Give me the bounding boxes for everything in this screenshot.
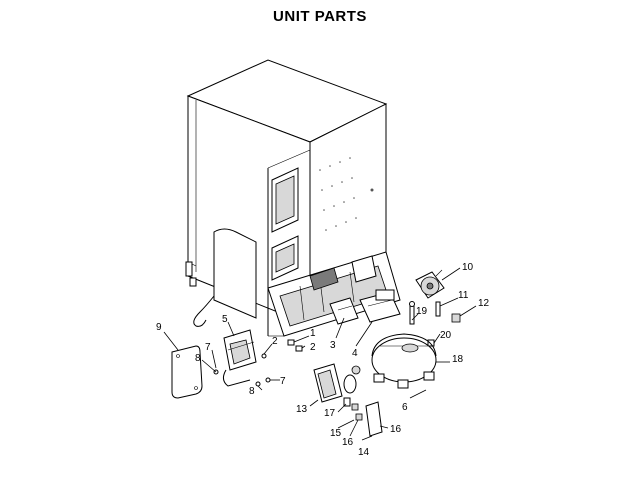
callout-19: 19 bbox=[416, 306, 428, 317]
callout-7: 7 bbox=[205, 342, 211, 353]
callout-20: 20 bbox=[440, 330, 452, 341]
callout-10: 10 bbox=[462, 262, 474, 273]
cover-panel bbox=[171, 345, 203, 399]
small-hardware-11-12 bbox=[435, 301, 461, 323]
drain-trays bbox=[329, 289, 401, 325]
callout-3: 3 bbox=[330, 340, 336, 351]
callout-5: 5 bbox=[222, 314, 228, 325]
callout-2: 2 bbox=[272, 336, 278, 347]
cabinet bbox=[185, 59, 401, 337]
callout-2: 2 bbox=[310, 342, 316, 353]
callout-16: 16 bbox=[390, 424, 402, 435]
control-module bbox=[222, 329, 257, 387]
callout-8: 8 bbox=[249, 386, 255, 397]
callout-7: 7 bbox=[280, 376, 286, 387]
callout-13: 13 bbox=[296, 404, 308, 415]
callout-8: 8 bbox=[195, 353, 201, 364]
callout-11: 11 bbox=[458, 290, 469, 301]
small-hardware-19-20 bbox=[409, 301, 441, 347]
callout-16: 16 bbox=[342, 437, 354, 448]
callout-12: 12 bbox=[478, 298, 490, 309]
condenser-fan bbox=[415, 269, 445, 299]
callout-1: 1 bbox=[310, 328, 316, 339]
bracket-and-clips bbox=[343, 397, 389, 437]
leader-lines bbox=[163, 267, 477, 441]
callout-6: 6 bbox=[402, 402, 408, 413]
callout-4: 4 bbox=[352, 348, 358, 359]
callout-14: 14 bbox=[358, 447, 370, 458]
screws bbox=[213, 339, 303, 387]
diagram-title: UNIT PARTS bbox=[273, 8, 367, 25]
callout-17: 17 bbox=[324, 408, 336, 419]
relay-box bbox=[313, 363, 361, 403]
callout-15: 15 bbox=[330, 428, 342, 439]
callout-labels: 1 2 2 3 4 5 6 7 7 8 8 9 10 11 12 13 14 1… bbox=[156, 262, 490, 458]
callout-18: 18 bbox=[452, 354, 464, 365]
compressor bbox=[371, 333, 450, 389]
callout-9: 9 bbox=[156, 322, 162, 333]
